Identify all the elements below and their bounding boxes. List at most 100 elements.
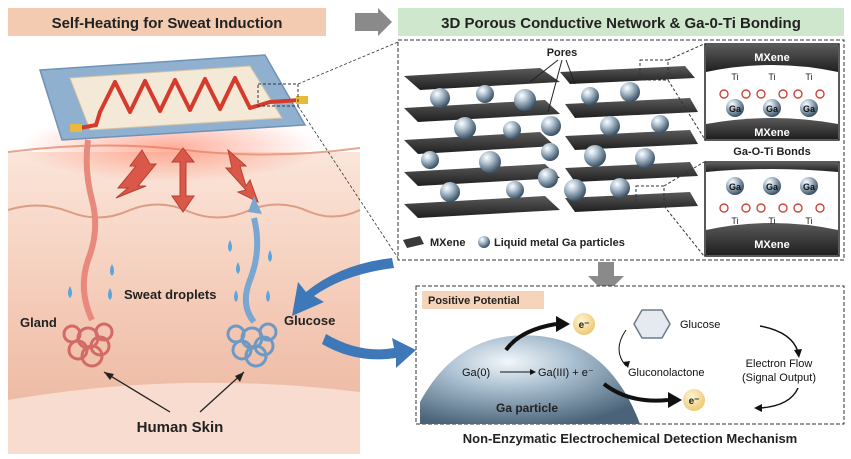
oxygen-bridges-top bbox=[719, 89, 825, 99]
electron-icon-top bbox=[573, 313, 595, 335]
skin-layer-line bbox=[7, 203, 361, 219]
inset-ga-atom bbox=[726, 99, 744, 117]
mxene-sheet bbox=[404, 164, 560, 186]
ga-particle-sphere bbox=[420, 335, 640, 424]
zoom-box bbox=[257, 83, 299, 107]
pores-pointer-middle bbox=[547, 59, 563, 113]
mxene-sheet bbox=[404, 196, 560, 218]
mechanism-caption: Non-Enzymatic Electrochemical Detection … bbox=[463, 431, 797, 446]
pointer-skin-left-head bbox=[104, 372, 114, 380]
ga-legend-label: Liquid metal Ga particles bbox=[494, 237, 625, 249]
inset-bottom-sheet bbox=[706, 223, 838, 255]
oxygen-bridges-bottom bbox=[719, 203, 825, 213]
electron-flow-arrow-bottom bbox=[759, 387, 799, 409]
ga-particle-label: Ga particle bbox=[496, 401, 558, 415]
glucose-arrowhead bbox=[623, 361, 630, 368]
inset-top-sheet-bottom bbox=[706, 118, 838, 139]
mxene-legend-label: MXene bbox=[430, 237, 465, 249]
blue-curve-arrow-up bbox=[292, 258, 394, 316]
ti-label: Ti bbox=[768, 72, 775, 82]
inset-ga-atom bbox=[800, 99, 818, 117]
ga-particle bbox=[514, 89, 536, 111]
zoom-callout-top bbox=[639, 59, 669, 81]
title-arrow bbox=[355, 8, 392, 36]
pointer-skin-right bbox=[199, 371, 245, 413]
sweat-droplet bbox=[236, 262, 240, 274]
gland-duct-blue-arrowhead bbox=[248, 196, 262, 214]
inset-bottom-sheet-top bbox=[706, 163, 838, 172]
down-arrow bbox=[588, 262, 624, 294]
ga-particle bbox=[503, 121, 521, 139]
heater-film bbox=[69, 65, 283, 131]
gland-coil-red bbox=[62, 322, 114, 368]
bond-inset-top: MXene MXene Ti Ti Ti Ga Ga Ga bbox=[704, 43, 840, 141]
glucose-label-right: Glucose bbox=[680, 319, 720, 331]
mxene-sheet bbox=[565, 162, 698, 182]
pores-label: Pores bbox=[547, 47, 578, 59]
mxene-sheet bbox=[404, 132, 555, 154]
ti-label: Ti bbox=[768, 216, 775, 226]
pointer-skin-left bbox=[103, 371, 171, 413]
ga-particle bbox=[610, 178, 630, 198]
electron-flow-label-1: Electron Flow bbox=[746, 358, 813, 370]
electron-arrow-up bbox=[504, 322, 557, 352]
mxene-sheet bbox=[560, 66, 695, 84]
ga-particle bbox=[581, 87, 599, 105]
electron-label-top: e⁻ bbox=[579, 320, 590, 331]
inset-ga-label: Ga bbox=[803, 104, 816, 114]
mxene-sheet bbox=[404, 68, 560, 90]
sweat-droplet bbox=[68, 286, 72, 298]
inset-ga-label: Ga bbox=[803, 182, 816, 192]
ti-label: Ti bbox=[731, 72, 738, 82]
glucose-to-gluconolactone-arrow bbox=[618, 329, 627, 367]
positive-potential-badge bbox=[422, 291, 544, 309]
electron-flow-arrow-top bbox=[759, 325, 799, 353]
heater-lead-right bbox=[248, 98, 302, 110]
ga-particle bbox=[600, 116, 620, 136]
left-title-bg bbox=[8, 8, 326, 36]
ga-particle bbox=[620, 82, 640, 102]
ga-particle bbox=[430, 88, 450, 108]
electron-flow-arrow-bottom-head bbox=[754, 404, 762, 412]
electron-arrow-down-head bbox=[668, 392, 682, 408]
inset-ga-label: Ga bbox=[729, 182, 742, 192]
zoom-line-top bbox=[297, 41, 399, 85]
heat-arrows bbox=[115, 147, 259, 213]
ga0-to-ga3-arrowhead bbox=[530, 369, 536, 375]
ga-particle bbox=[541, 143, 559, 161]
inset-ga-label: Ga bbox=[766, 182, 779, 192]
heat-arrow-left bbox=[115, 149, 158, 199]
inset-ga-label: Ga bbox=[766, 104, 779, 114]
gland-label: Gland bbox=[20, 315, 57, 330]
inset-ga-atom bbox=[726, 177, 744, 195]
pointer-skin-right-head bbox=[235, 372, 244, 382]
ga-particle bbox=[506, 181, 524, 199]
electron-arrow-down bbox=[602, 382, 669, 403]
ga3-label: Ga(III) + e⁻ bbox=[538, 367, 594, 379]
zoom-callout-bottom bbox=[635, 185, 665, 207]
gland-duct-red bbox=[80, 139, 99, 322]
inset-top-mxene-label: MXene bbox=[754, 52, 789, 64]
ga-particles bbox=[421, 82, 669, 202]
sweat-droplet bbox=[108, 288, 112, 300]
positive-potential-label: Positive Potential bbox=[428, 295, 520, 307]
ga-particle bbox=[476, 85, 494, 103]
electron-flow-label-2: (Signal Output) bbox=[742, 372, 816, 384]
ga-particle bbox=[564, 179, 586, 201]
ga-particle bbox=[440, 182, 460, 202]
blue-curve-arrow-down bbox=[322, 334, 416, 368]
sweat-droplet bbox=[110, 264, 114, 276]
zoom-callout-top-line-2 bbox=[667, 79, 705, 139]
sweat-droplet bbox=[228, 240, 232, 252]
ga0-label: Ga(0) bbox=[462, 367, 490, 379]
sweat-droplet bbox=[266, 290, 270, 302]
sweat-droplet-group bbox=[68, 240, 272, 302]
bonds-label: Ga-O-Ti Bonds bbox=[733, 146, 810, 158]
inset-ga-atom bbox=[763, 99, 781, 117]
ga-particle bbox=[651, 115, 669, 133]
glucose-label-left: Glucose bbox=[284, 313, 335, 328]
pores-pointer-right bbox=[565, 59, 576, 85]
ti-label: Ti bbox=[731, 216, 738, 226]
